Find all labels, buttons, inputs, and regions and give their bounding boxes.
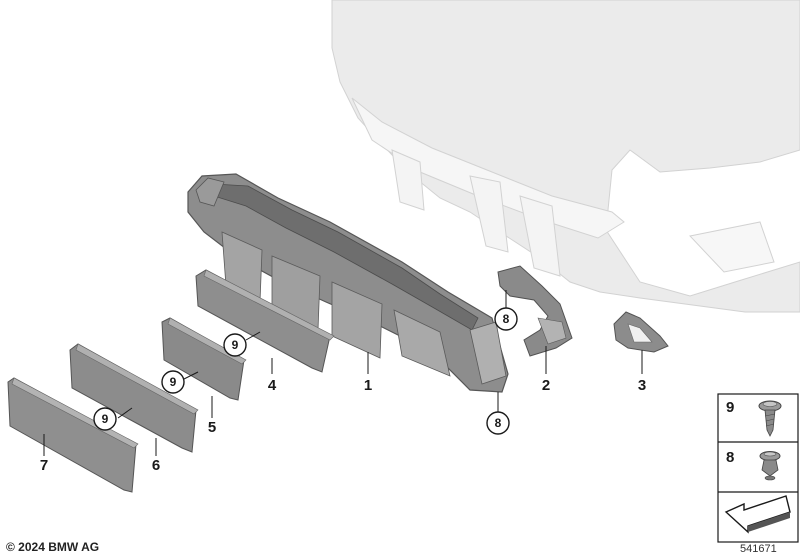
circled-callout-9-a: 9: [232, 338, 239, 352]
screw-icon: [758, 400, 782, 437]
drawing-id: 541671: [740, 543, 777, 555]
legend-number-9: 9: [726, 399, 734, 416]
callout-7: 7: [40, 457, 48, 474]
copyright-notice: © 2024 BMW AG: [6, 540, 100, 554]
callout-4: 4: [268, 377, 277, 394]
callout-6: 6: [152, 457, 160, 474]
callout-2: 2: [542, 377, 550, 394]
circled-callout-8-b: 8: [495, 416, 502, 430]
air-duct-frame: [187, 173, 509, 393]
expanding-rivet-icon: [759, 451, 781, 481]
callout-5: 5: [208, 419, 216, 436]
callout-3: 3: [638, 377, 646, 394]
legend-number-8: 8: [726, 449, 734, 466]
callout-labels: 1 2 3 4 5 6 7: [40, 377, 646, 474]
plate-holder-part-6: [69, 343, 199, 453]
leader-lines: [43, 290, 643, 456]
plate-base-part-4: [195, 269, 335, 373]
circled-callout-9-c: 9: [102, 412, 109, 426]
circled-callout-8-a: 8: [503, 312, 510, 326]
arrow-icon: [724, 495, 791, 534]
callout-1: 1: [364, 377, 372, 394]
bracket-part-3: [613, 311, 669, 353]
circled-callouts: 9 9 9 8 8: [93, 307, 518, 435]
legend-box: 9 8: [717, 393, 799, 543]
bracket-part-2: [497, 265, 573, 357]
circled-callout-9-b: 9: [170, 375, 177, 389]
front-bumper-ghost: [331, 0, 800, 313]
